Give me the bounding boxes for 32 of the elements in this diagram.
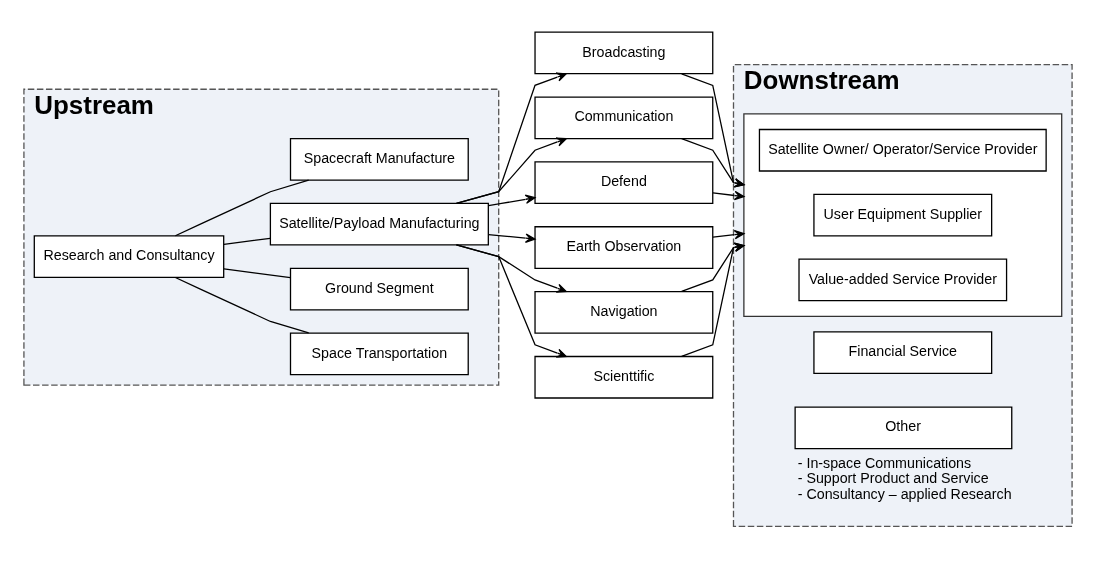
arrow	[487, 194, 536, 206]
node-box: Communication	[534, 95, 714, 139]
node-box: Defend	[534, 160, 714, 204]
node-box: User Equipment Supplier	[813, 193, 993, 236]
node-label: - Consultancy – applied Research	[797, 485, 1012, 502]
node-box: Value-added Service Provider	[798, 258, 1008, 301]
connector	[223, 267, 292, 278]
node-box: Space Transportation	[289, 332, 469, 375]
arrow	[487, 233, 536, 243]
arrow	[455, 243, 567, 358]
arrow	[455, 136, 567, 204]
node-box: Satellite/Payload Manufacturing	[269, 202, 489, 246]
node-box: Financial Service	[813, 330, 993, 374]
node-box: Satellite Owner/ Operator/Service Provider	[758, 128, 1047, 172]
node-box: Earth Observation	[534, 225, 714, 269]
arrow	[681, 72, 745, 188]
node-box: Research and Consultancy	[33, 234, 225, 278]
cluster	[743, 112, 1063, 317]
arrow	[681, 242, 745, 292]
node-box: Navigation	[534, 290, 714, 334]
arrow	[712, 229, 745, 239]
arrow	[681, 137, 745, 188]
node-box: Scienttific	[534, 355, 714, 399]
arrow	[681, 242, 745, 357]
arrow	[712, 190, 745, 200]
node-label: - In-space Communications	[797, 454, 972, 471]
node-box: Spacecraft Manufacture	[289, 137, 469, 181]
node-box: Broadcasting	[534, 31, 714, 74]
connector	[174, 179, 310, 236]
node-box: Ground Segment	[289, 267, 469, 310]
connector	[223, 237, 271, 245]
connector	[174, 276, 310, 334]
